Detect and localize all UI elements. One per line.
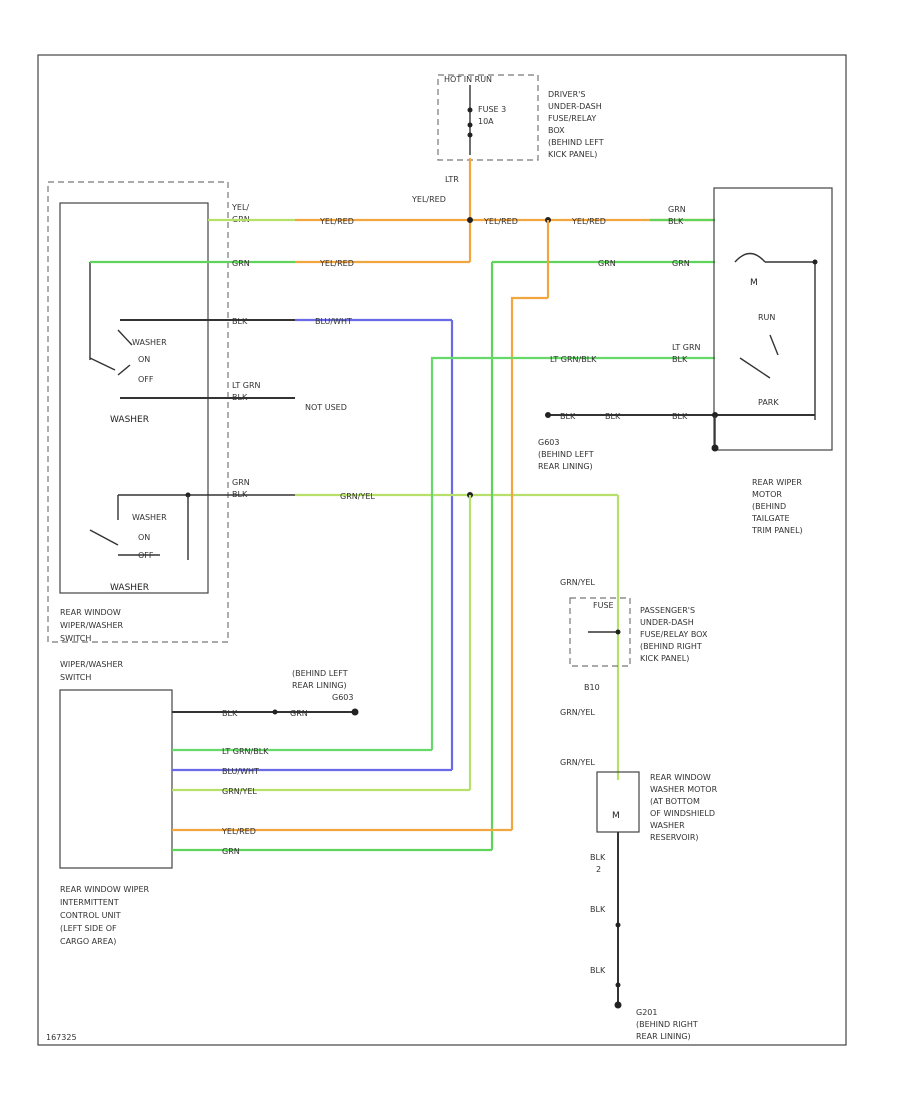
unit-pin-grn-yel: GRN/YEL [222, 787, 257, 796]
yel-red-top-label: YEL/RED [411, 195, 446, 204]
control-unit-label: REAR WINDOW WIPER INTERMITTENT CONTROL U… [60, 885, 152, 946]
washer-ground-dot-2 [615, 982, 621, 988]
driver-box-label: DRIVER'S UNDER-DASH FUSE/RELAY BOX (BEHI… [548, 90, 606, 159]
switch2-contact-a [89, 529, 119, 546]
ground-point [711, 444, 719, 452]
wire-yel-red-to-unit [510, 296, 548, 830]
blk-wire-label: BLK [232, 317, 248, 326]
blk-r1-label: BLK 2 [590, 853, 608, 874]
fuse-amp-label: 10A [478, 117, 494, 126]
unit-ground-point [351, 708, 359, 716]
yel-red-wire-label-2: YEL/RED [319, 259, 354, 268]
switch1-contact-c [117, 364, 131, 376]
rear-switch-dashed-box [47, 181, 229, 643]
figure-id: 167325 [46, 1033, 77, 1042]
switch2-label: WASHER [110, 583, 149, 593]
yel-red-wire-label-1: YEL/RED [319, 217, 354, 226]
b10-label: B10 [584, 683, 600, 692]
splice-top [467, 217, 473, 223]
run-contact [769, 334, 779, 356]
rear-switch-label: REAR WINDOW WIPER/WASHER SWITCH [60, 608, 126, 643]
driver-fuse-box [437, 74, 539, 161]
run-label: RUN [758, 313, 775, 322]
ltr-label: LTR [445, 175, 459, 184]
rear-motor-label: REAR WIPER MOTOR (BEHIND TAILGATE TRIM P… [751, 478, 804, 535]
diagram-frame [37, 54, 847, 1046]
unit-pin-lt-grn: LT GRN/BLK [222, 747, 269, 756]
grn-yel-r3-label: GRN/YEL [560, 758, 595, 767]
blk-r3-label: BLK [590, 966, 606, 975]
grn-yel-right-label: GRN/YEL [560, 578, 595, 587]
grn-wire-label: GRN [232, 259, 250, 268]
unit-pin-blk: BLK [222, 709, 238, 718]
grn-right-label-2: GRN [672, 259, 690, 268]
lt-grn-label: LT GRN BLK [232, 381, 263, 402]
wiper-switch-label: WIPER/WASHER SWITCH [60, 660, 126, 682]
fuse-dot-3 [467, 132, 473, 138]
ground-blk-1: BLK [560, 412, 576, 421]
park-contact [739, 357, 771, 379]
unit-pin-grn: GRN [222, 847, 240, 856]
motor-symbol [734, 252, 766, 263]
fuse-label: FUSE 3 [478, 105, 506, 114]
switch1-label: WASHER [110, 415, 149, 425]
washer-motor-label: REAR WINDOW WASHER MOTOR (AT BOTTOM OF W… [650, 773, 720, 842]
washer-motor-box [596, 771, 640, 833]
unit-pin-yel-red: YEL/RED [221, 827, 256, 836]
switch1-contact-b [89, 357, 116, 371]
not-used-label: NOT USED [305, 403, 347, 412]
grn-blk-top-label: GRN BLK [668, 205, 688, 226]
switch1-contact-a [117, 329, 133, 346]
unit-blk-dot [272, 709, 278, 715]
passenger-fuse-box [569, 597, 631, 667]
unit-pin-blu: BLU/WHT [222, 767, 259, 776]
washer-ground-point [614, 1001, 622, 1009]
unit-blk-grn: GRN [290, 709, 308, 718]
motor-dot [812, 259, 818, 265]
grn-yel-wire-label: GRN/YEL [340, 492, 375, 501]
lt-grn-blk-w-label: LT GRN/BLK [550, 355, 597, 364]
grn-yel-r2-label: GRN/YEL [560, 708, 595, 717]
switch1-positions: WASHER ON OFF [132, 338, 169, 384]
blk-r2-label: BLK [590, 905, 606, 914]
g201-label: G201 (BEHIND RIGHT REAR LINING) [636, 1008, 700, 1041]
passenger-fuse-dot [615, 629, 621, 635]
blu-wht-label: BLU/WHT [315, 317, 352, 326]
passenger-box-label: PASSENGER'S UNDER-DASH FUSE/RELAY BOX (B… [640, 606, 710, 663]
fuse-small-label: FUSE [593, 601, 614, 610]
yel-red-right-label: YEL/RED [571, 217, 606, 226]
g603-label: G603 (BEHIND LEFT REAR LINING) [538, 438, 596, 471]
wire-lt-grn-blk [430, 356, 715, 750]
lt-grn-blk-right-label: LT GRN BLK [672, 343, 703, 364]
grn-right-label: GRN [598, 259, 616, 268]
ground-blk-2: BLK [605, 412, 621, 421]
grn-blk-mid-label: GRN BLK [232, 478, 252, 499]
rear-wiper-motor-box [713, 187, 833, 451]
washer-motor-m: M [612, 811, 620, 821]
motor-m-label: M [750, 278, 758, 288]
washer-ground-dot-1 [615, 922, 621, 928]
ground-blk-3: BLK [672, 412, 688, 421]
yel-red-mid-label: YEL/RED [483, 217, 518, 226]
fuse-dot-1 [467, 107, 473, 113]
control-unit-box [59, 689, 173, 869]
park-label: PARK [758, 398, 779, 407]
g603b-label: (BEHIND LEFT REAR LINING) G603 [292, 669, 353, 702]
ground-dot-left [545, 412, 551, 418]
fuse-dot-2 [467, 122, 473, 128]
hot-in-run-label: HOT IN RUN [444, 75, 492, 84]
switch2-positions: WASHER ON OFF [132, 513, 169, 560]
